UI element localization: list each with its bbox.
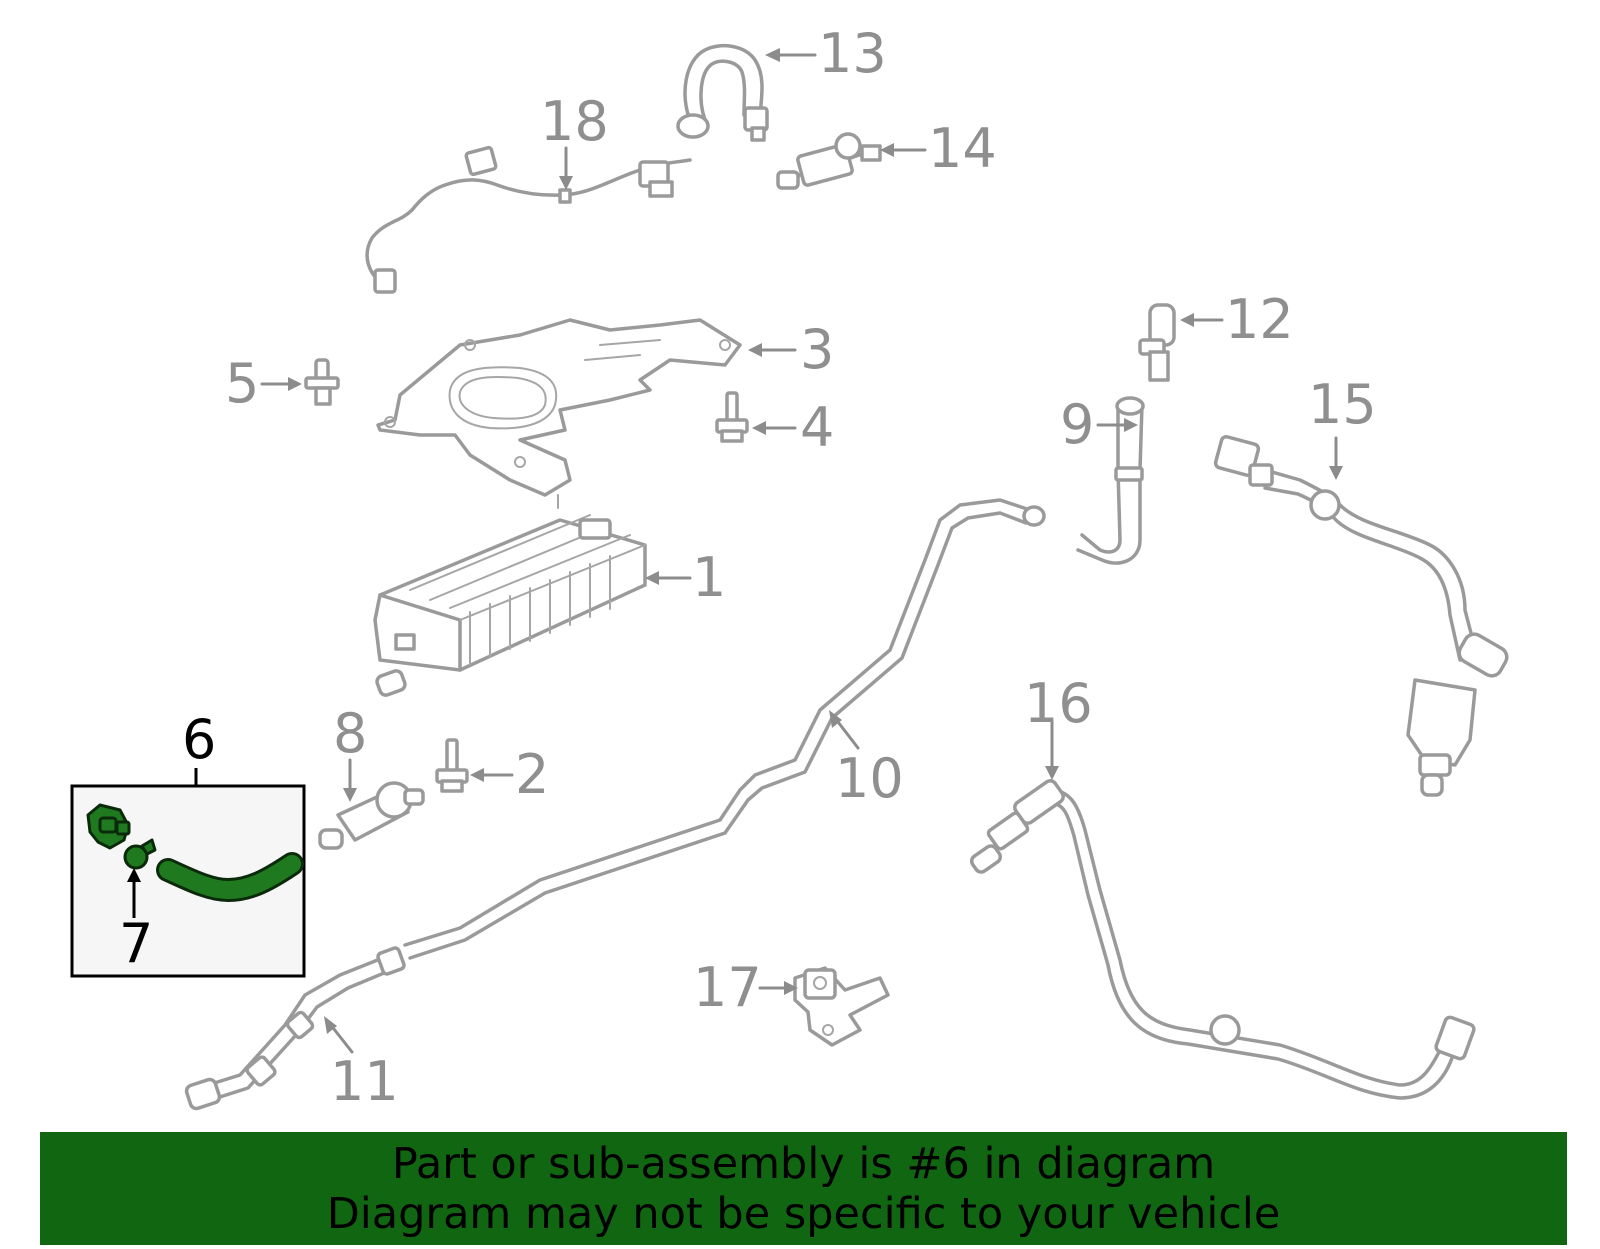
callout-10-arrow	[829, 710, 860, 750]
callout-8-arrow	[343, 758, 357, 802]
part-8-valve	[318, 781, 425, 850]
callout-8: 8	[333, 702, 367, 765]
callout-5-arrow	[260, 377, 302, 391]
part-6-hose	[156, 852, 304, 903]
callout-13-arrow	[765, 48, 817, 62]
callout-2-arrow	[470, 768, 514, 782]
callout-14-arrow	[880, 143, 927, 157]
callout-3: 3	[800, 318, 834, 381]
part-10-vapor-tube	[403, 498, 1046, 960]
callout-5: 5	[225, 352, 259, 415]
callout-11: 11	[330, 1050, 399, 1113]
callout-7-arrow	[127, 868, 141, 918]
info-banner: Part or sub-assembly is #6 in diagram Di…	[40, 1132, 1567, 1245]
part-9-elbow-hose	[1076, 396, 1145, 565]
part-6-clamp-connector	[86, 803, 131, 850]
callout-15: 15	[1308, 373, 1377, 436]
callout-16: 16	[1024, 672, 1093, 735]
part-3-bracket	[376, 318, 742, 509]
callout-12-arrow	[1180, 313, 1224, 327]
callout-1: 1	[692, 546, 726, 609]
part-4-bolt	[715, 391, 749, 443]
part-5-stud	[304, 358, 340, 406]
part-15-sensor	[1213, 435, 1509, 797]
callout-1-arrow	[645, 571, 692, 585]
callout-18: 18	[540, 90, 609, 153]
callout-9: 9	[1060, 393, 1094, 456]
callout-4-arrow	[752, 421, 797, 435]
callout-11-arrow	[324, 1016, 354, 1054]
callout-6: 6	[182, 708, 216, 771]
callout-16-arrow	[1045, 720, 1059, 780]
callout-18-arrow	[559, 146, 573, 190]
banner-line-2: Diagram may not be specific to your vehi…	[326, 1188, 1281, 1239]
callout-2: 2	[515, 743, 549, 806]
part-14-valve	[776, 132, 882, 190]
callout-10: 10	[835, 747, 904, 810]
callout-4: 4	[800, 396, 834, 459]
part-18-wire-harness	[365, 145, 692, 294]
callout-13: 13	[818, 22, 887, 85]
callout-17: 17	[693, 956, 762, 1019]
part-1-canister	[373, 514, 647, 697]
part-2-bolt	[435, 738, 469, 793]
callout-14: 14	[928, 117, 997, 180]
part-11-tube	[184, 946, 406, 1111]
callout-12: 12	[1225, 288, 1294, 351]
callout-3-arrow	[748, 343, 797, 357]
callout-15-arrow	[1329, 436, 1343, 480]
callout-9-arrow	[1096, 418, 1138, 432]
part-16-sensor	[969, 779, 1476, 1100]
part-13-hose	[676, 43, 769, 142]
part-12-sensor	[1138, 303, 1176, 382]
banner-line-1: Part or sub-assembly is #6 in diagram	[391, 1138, 1216, 1189]
callout-7: 7	[119, 912, 153, 975]
callout-17-arrow	[758, 981, 798, 995]
part-7-clamp	[123, 838, 157, 870]
part-17-sensor	[793, 966, 890, 1047]
